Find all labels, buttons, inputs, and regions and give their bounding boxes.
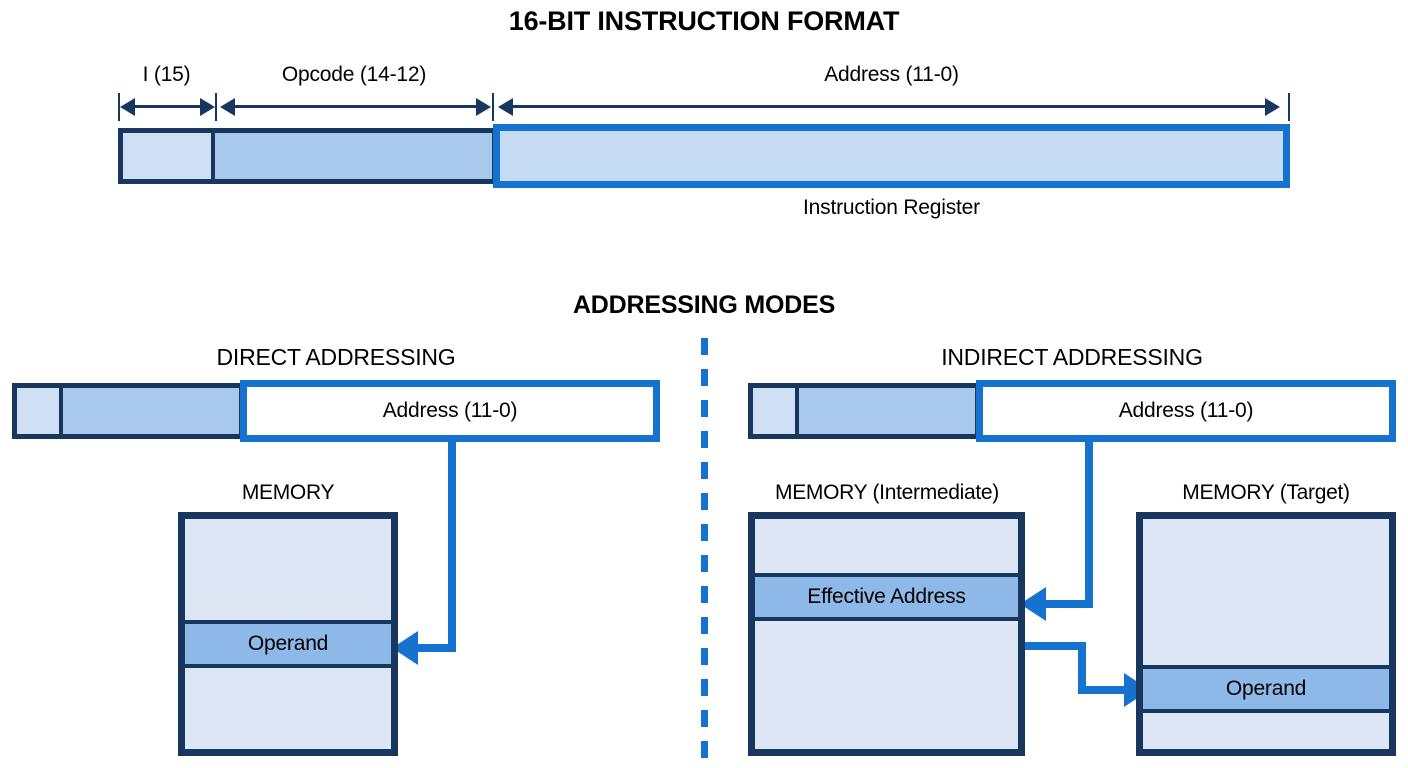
indirect-connector1-horizontal — [1046, 600, 1093, 608]
indirect-ir-address-label: Address (11-0) — [1118, 399, 1254, 422]
indirect-target-cell-operand: Operand — [1141, 667, 1391, 711]
field-label-address: Address (11-0) — [824, 63, 959, 86]
section-title: ADDRESSING MODES — [572, 291, 836, 319]
ruler-arrow-opcode-left — [220, 98, 235, 116]
direct-connector-vertical — [448, 442, 456, 652]
ruler-tick-opcode-right — [492, 93, 494, 121]
indirect-target-memory-title: MEMORY (Target) — [1182, 481, 1350, 504]
ruler-arrow-opcode-right — [476, 98, 491, 116]
indirect-connector2-horizontal-upper — [1022, 642, 1086, 650]
indirect-connector2-vertical — [1078, 642, 1086, 694]
field-label-opcode: Opcode (14-12) — [281, 63, 427, 86]
ruler-tick-ibit-right — [215, 93, 217, 121]
ruler-arrow-address-right — [1265, 98, 1280, 116]
ruler-arrow-address-left — [498, 98, 513, 116]
direct-memory-cell-operand: Operand — [183, 622, 393, 666]
indirect-ir-address-cell: Address (11-0) — [976, 380, 1396, 442]
direct-memory-cell-2 — [183, 666, 393, 751]
indirect-connector2-horizontal-lower — [1078, 686, 1128, 694]
section-divider — [701, 338, 708, 766]
indirect-mode-title: INDIRECT ADDRESSING — [941, 344, 1203, 370]
page-title: 16-BIT INSTRUCTION FORMAT — [508, 6, 900, 36]
direct-memory-title: MEMORY — [241, 481, 335, 504]
indirect-target-cell-2 — [1141, 711, 1391, 751]
ruler-line-ibit — [130, 105, 207, 108]
indirect-intermediate-cell-2 — [753, 619, 1020, 751]
direct-ir-indirect-bit-cell — [17, 388, 63, 434]
ruler-tick-ibit-left — [118, 93, 120, 121]
ruler-tick-address-right — [1288, 93, 1290, 121]
indirect-target-cell-0 — [1141, 517, 1391, 667]
direct-ir-address-label: Address (11-0) — [382, 399, 518, 422]
indirect-intermediate-cell-0 — [753, 517, 1020, 575]
direct-connector-horizontal — [418, 644, 456, 652]
ruler-line-address — [508, 105, 1271, 108]
instruction-register-address-cell — [493, 124, 1290, 188]
ruler-line-opcode — [230, 105, 482, 108]
instruction-register-indirect-bit-cell — [123, 133, 215, 179]
ruler-arrow-ibit-left — [120, 98, 135, 116]
indirect-target-memory-block: Operand — [1136, 512, 1396, 756]
indirect-ir-indirect-bit-cell — [753, 388, 799, 434]
direct-memory-block: Operand — [178, 512, 398, 756]
indirect-intermediate-cell-effective-address: Effective Address — [753, 575, 1020, 619]
instruction-register-caption: Instruction Register — [803, 196, 980, 219]
field-label-indirect-bit: I (15) — [142, 63, 191, 86]
indirect-intermediate-memory-block: Effective Address — [748, 512, 1025, 756]
direct-mode-title: DIRECT ADDRESSING — [216, 344, 456, 370]
direct-ir-address-cell: Address (11-0) — [240, 380, 660, 442]
indirect-connector1-vertical — [1085, 442, 1093, 608]
direct-memory-cell-0 — [183, 517, 393, 622]
indirect-intermediate-memory-title: MEMORY (Intermediate) — [775, 481, 999, 504]
ruler-arrow-ibit-right — [200, 98, 215, 116]
